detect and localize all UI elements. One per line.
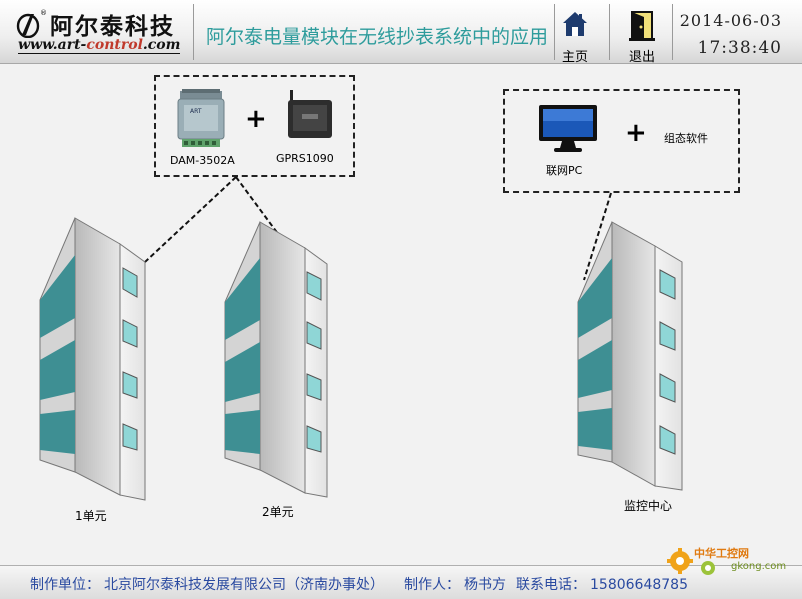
phone-prefix: 联系电话： — [516, 577, 586, 593]
unit2-label: 2单元 — [262, 505, 294, 519]
maker-prefix: 制作单位： — [30, 577, 100, 593]
page-title: 阿尔泰电量模块在无线抄表系统中的应用 — [206, 26, 549, 48]
home-label: 主页 — [561, 50, 588, 65]
link-center — [583, 192, 612, 281]
module-brand-text: ART — [190, 108, 202, 115]
building-monitor-center — [577, 221, 683, 491]
building-unit2 — [224, 221, 328, 498]
plus-sign: + — [245, 104, 267, 134]
brand-url-prefix: www.art- — [18, 37, 87, 53]
brand-url-highlight: control — [86, 37, 143, 53]
header-divider — [554, 4, 555, 60]
date-display: 2014-06-03 — [679, 11, 782, 30]
watermark-url: gkong.com — [731, 561, 787, 572]
author-name: 杨书方 — [464, 577, 506, 593]
header-bar: ® 阿尔泰科技 www.art-control.com 阿尔泰电量模块在无线抄表… — [0, 0, 802, 65]
watermark-name: 中华工控网 — [694, 547, 749, 560]
header-divider — [609, 4, 610, 60]
maker-name: 北京阿尔泰科技发展有限公司（济南办事处） — [104, 577, 384, 593]
meter-device-group — [154, 75, 355, 177]
header-divider — [193, 4, 194, 60]
gprs-label: GPRS1090 — [276, 152, 334, 165]
dam-module-label: DAM-3502A — [170, 154, 235, 167]
building-unit1 — [39, 217, 146, 501]
exit-label: 退出 — [628, 50, 655, 65]
brand-name: 阿尔泰科技 — [50, 13, 175, 40]
author-prefix: 制作人： — [404, 577, 460, 593]
exit-button[interactable]: 退出 — [620, 8, 664, 65]
time-display: 17:38:40 — [697, 38, 782, 58]
monitor-center-label: 监控中心 — [624, 499, 673, 513]
brand-url[interactable]: www.art-control.com — [18, 37, 181, 54]
software-label: 组态软件 — [664, 132, 708, 145]
unit1-label: 1单元 — [75, 509, 107, 523]
footer-credits: 制作单位：北京阿尔泰科技发展有限公司（济南办事处） 制作人：杨书方联系电话：158… — [30, 574, 692, 594]
pc-label: 联网PC — [546, 164, 583, 177]
header-divider — [672, 4, 673, 60]
monitor-device-group — [503, 89, 740, 193]
phone-number: 15806648785 — [590, 577, 688, 593]
brand-url-suffix: .com — [142, 37, 181, 53]
gprs-modem-icon[interactable] — [284, 90, 336, 140]
brand-logo-icon — [16, 13, 40, 38]
footer-bar: 制作单位：北京阿尔泰科技发展有限公司（济南办事处） 制作人：杨书方联系电话：158… — [0, 565, 802, 599]
exit-door-icon — [629, 11, 655, 41]
home-icon — [563, 12, 587, 36]
pc-monitor-icon[interactable] — [538, 104, 598, 154]
plus-sign: + — [625, 118, 647, 148]
dam-module-icon[interactable]: ART — [176, 89, 226, 149]
home-button[interactable]: 主页 — [553, 8, 597, 65]
gkong-watermark-icon — [667, 548, 715, 575]
link-unit1 — [129, 176, 237, 277]
registered-mark: ® — [40, 9, 47, 17]
